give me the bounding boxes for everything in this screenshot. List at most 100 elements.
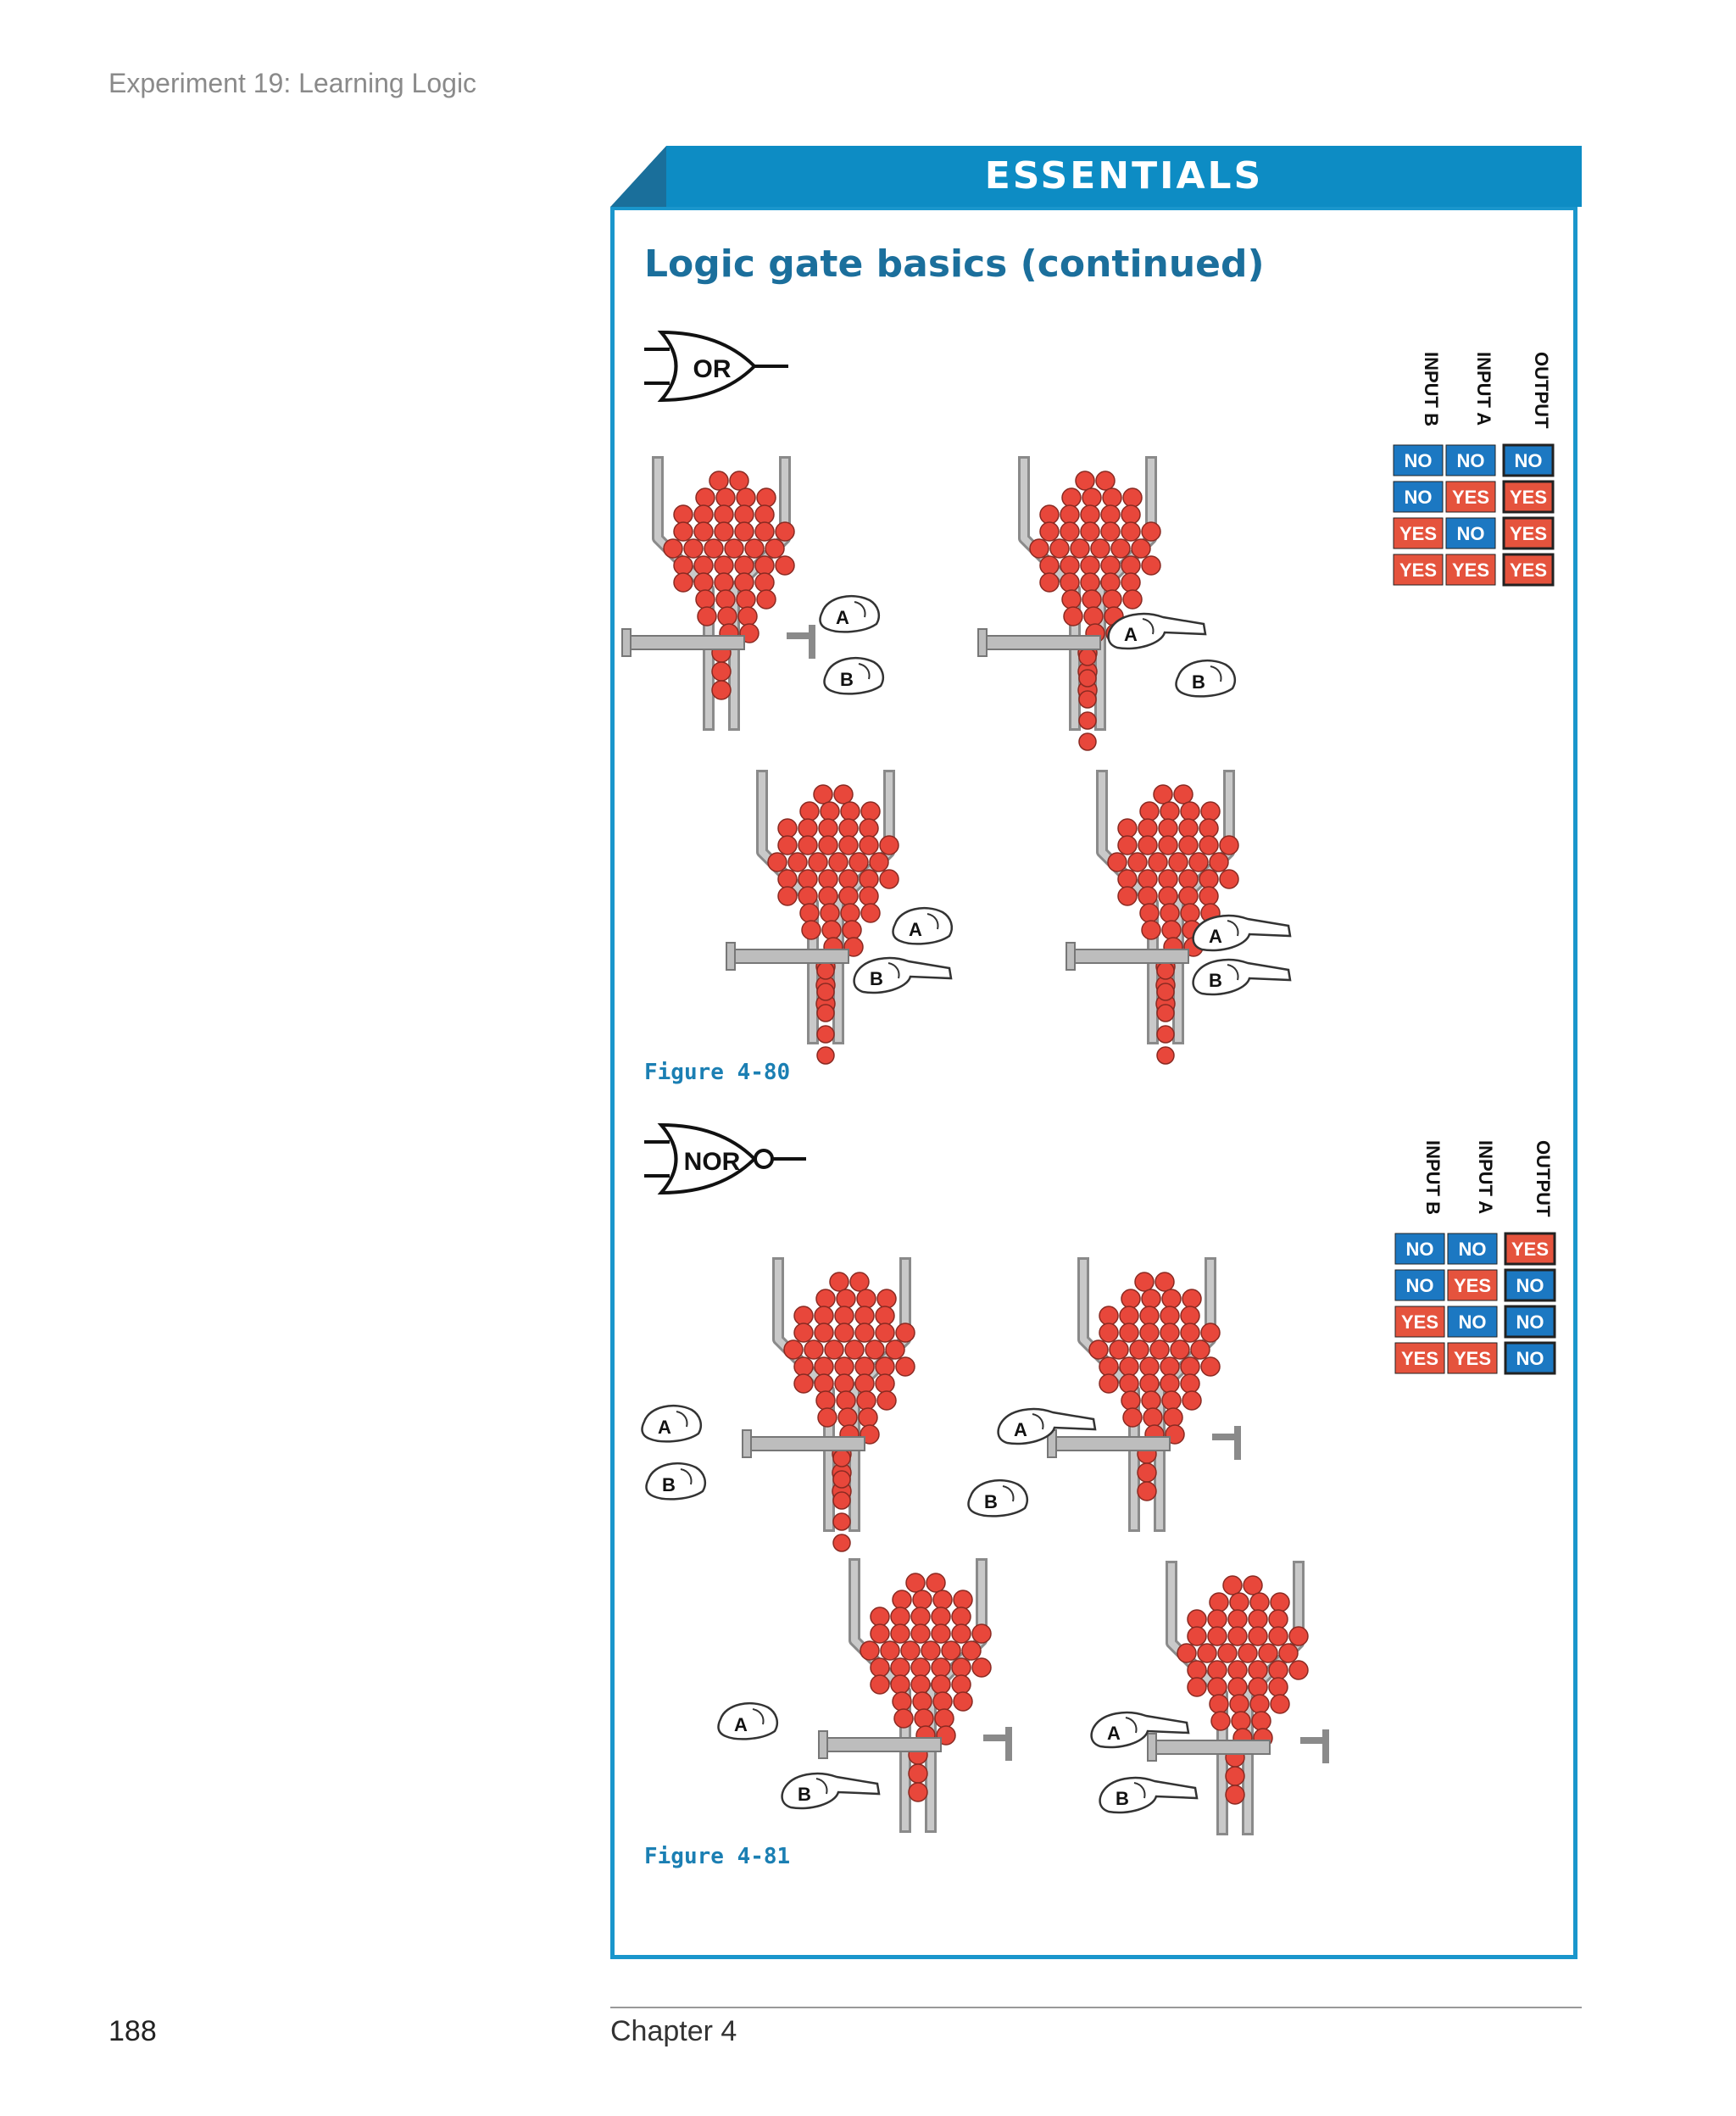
ball bbox=[1060, 521, 1080, 542]
ball bbox=[818, 869, 838, 889]
ball bbox=[777, 869, 798, 889]
hand-label: B bbox=[798, 1784, 811, 1805]
ball bbox=[818, 818, 838, 838]
truth-table-cell-text: NO bbox=[1457, 450, 1485, 471]
truth-table-cell-text: YES bbox=[1401, 1348, 1438, 1369]
valve-handle bbox=[1147, 1733, 1157, 1762]
ball bbox=[1225, 1785, 1245, 1805]
ball bbox=[1117, 869, 1138, 889]
ball bbox=[1288, 1626, 1309, 1646]
ball bbox=[875, 1306, 895, 1326]
hand-b: B bbox=[967, 1478, 1028, 1517]
ball bbox=[1121, 504, 1141, 525]
ball bbox=[1270, 1694, 1290, 1714]
ball bbox=[1102, 589, 1122, 610]
falling-ball bbox=[1156, 961, 1175, 980]
ball bbox=[951, 1606, 971, 1627]
truth-table-cell-text: YES bbox=[1454, 1348, 1491, 1369]
hand-outline bbox=[823, 656, 884, 695]
valve-bar bbox=[625, 635, 745, 650]
ball bbox=[953, 1691, 973, 1712]
ball bbox=[775, 555, 795, 576]
banner-fold bbox=[610, 146, 666, 207]
ball bbox=[1119, 1322, 1139, 1343]
ball bbox=[837, 1407, 858, 1428]
ball bbox=[834, 1356, 854, 1377]
ball bbox=[971, 1657, 992, 1678]
ball bbox=[926, 1573, 946, 1593]
hand-label: B bbox=[840, 669, 854, 690]
ball bbox=[693, 521, 714, 542]
hand-knuckle bbox=[752, 1708, 765, 1725]
ball bbox=[879, 869, 899, 889]
valve-handle bbox=[726, 942, 736, 971]
falling-ball bbox=[1156, 1004, 1175, 1022]
valve-handle bbox=[1066, 942, 1076, 971]
ball-pile bbox=[1107, 784, 1239, 1065]
ball bbox=[834, 1306, 854, 1326]
ball bbox=[754, 521, 775, 542]
ball bbox=[1141, 555, 1161, 576]
ball-hopper bbox=[726, 770, 899, 1065]
ball bbox=[875, 1322, 895, 1343]
ball bbox=[1209, 1592, 1229, 1612]
hand-a: A bbox=[717, 1701, 778, 1740]
ball bbox=[961, 1640, 982, 1661]
ball bbox=[1029, 538, 1049, 559]
truth-table-header: INPUT B bbox=[1421, 352, 1442, 426]
ball bbox=[1099, 1356, 1119, 1377]
hand-a: A bbox=[997, 1407, 1097, 1445]
ball bbox=[717, 606, 737, 626]
ball bbox=[828, 852, 849, 872]
ball bbox=[1248, 1660, 1268, 1680]
ball bbox=[932, 1590, 953, 1610]
ball bbox=[860, 1640, 880, 1661]
ball bbox=[1039, 521, 1060, 542]
ball bbox=[1039, 555, 1060, 576]
ball bbox=[1090, 538, 1110, 559]
ball bbox=[951, 1674, 971, 1695]
ball bbox=[1121, 555, 1141, 576]
ball bbox=[1258, 1643, 1278, 1663]
truth-table-cell-text: YES bbox=[1452, 560, 1489, 581]
ball bbox=[799, 801, 820, 821]
ball bbox=[910, 1674, 931, 1695]
hand-label: B bbox=[1116, 1788, 1129, 1809]
ball bbox=[859, 869, 879, 889]
ball bbox=[1061, 589, 1082, 610]
ball bbox=[1190, 1339, 1210, 1360]
truth-table-cell bbox=[1447, 1306, 1498, 1338]
ball bbox=[734, 572, 754, 593]
truth-table-cell-text: YES bbox=[1510, 523, 1547, 544]
falling-ball bbox=[1156, 1025, 1175, 1044]
ball bbox=[1227, 1677, 1248, 1697]
ball bbox=[1127, 852, 1148, 872]
hand-label: B bbox=[1209, 970, 1222, 991]
ball bbox=[1121, 572, 1141, 593]
ball bbox=[890, 1623, 910, 1644]
valve-stop bbox=[1212, 1426, 1241, 1460]
hand-knuckle bbox=[1002, 1485, 1015, 1502]
ball bbox=[838, 886, 859, 906]
ball bbox=[1187, 1677, 1207, 1697]
hand-knuckle bbox=[1125, 1717, 1138, 1734]
truth-table-cell-text: NO bbox=[1515, 450, 1543, 471]
ball bbox=[1119, 1356, 1139, 1377]
ball bbox=[1139, 1306, 1160, 1326]
ball bbox=[951, 1623, 971, 1644]
ball bbox=[1268, 1660, 1288, 1680]
ball bbox=[932, 1691, 953, 1712]
ball bbox=[931, 1657, 951, 1678]
ball bbox=[1158, 835, 1178, 855]
truth-table-header: OUTPUT bbox=[1533, 1140, 1554, 1217]
ball bbox=[849, 1272, 870, 1292]
ball bbox=[1137, 1462, 1157, 1483]
hand-a: A bbox=[641, 1404, 702, 1443]
falling-ball bbox=[832, 1534, 851, 1552]
gate-body bbox=[657, 1122, 757, 1195]
ball bbox=[1082, 589, 1102, 610]
ball bbox=[912, 1590, 932, 1610]
truth-table-cell-text: NO bbox=[1406, 1275, 1434, 1296]
ball bbox=[1238, 1643, 1258, 1663]
ball bbox=[1122, 487, 1143, 508]
